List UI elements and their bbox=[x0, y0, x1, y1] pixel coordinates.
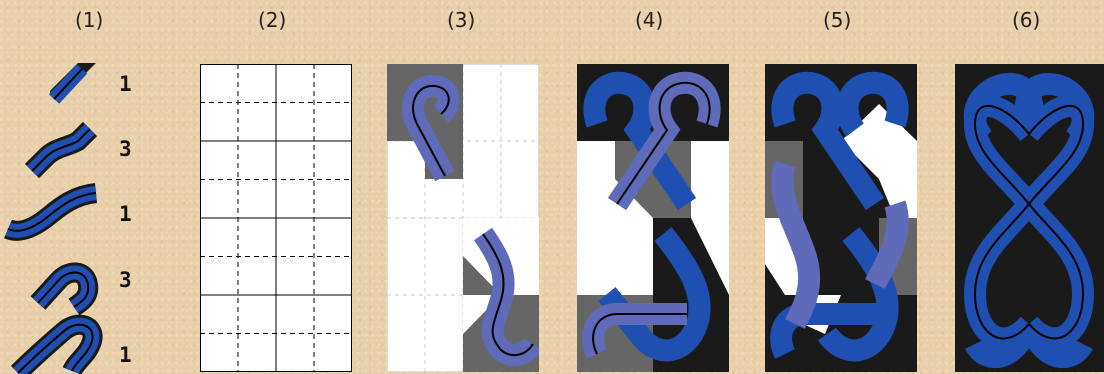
nearly-complete-grid bbox=[765, 64, 917, 372]
straight-diagonal-tile-icon bbox=[50, 63, 96, 99]
loop-tile-icon bbox=[18, 325, 93, 373]
tile-count-2: 3 bbox=[119, 137, 132, 161]
step-label-6: (6) bbox=[1012, 8, 1040, 32]
tile-count-4: 3 bbox=[119, 268, 132, 292]
step-label-1: (1) bbox=[75, 8, 103, 32]
hook-tile-icon bbox=[38, 272, 88, 307]
more-placement-grid bbox=[577, 64, 729, 372]
tile-count-5: 1 bbox=[119, 343, 132, 367]
step-label-4: (4) bbox=[635, 8, 663, 32]
completed-knot bbox=[955, 64, 1104, 372]
partial-placement-grid bbox=[387, 64, 539, 372]
step-label-2: (2) bbox=[258, 8, 286, 32]
step-label-3: (3) bbox=[447, 8, 475, 32]
tile-legend bbox=[0, 55, 110, 374]
wave-tile-icon bbox=[8, 193, 96, 231]
step-label-5: (5) bbox=[823, 8, 851, 32]
s-curve-tile-icon bbox=[32, 129, 90, 171]
empty-grid bbox=[200, 64, 352, 372]
tile-count-3: 1 bbox=[119, 202, 132, 226]
tile-count-1: 1 bbox=[119, 72, 132, 96]
